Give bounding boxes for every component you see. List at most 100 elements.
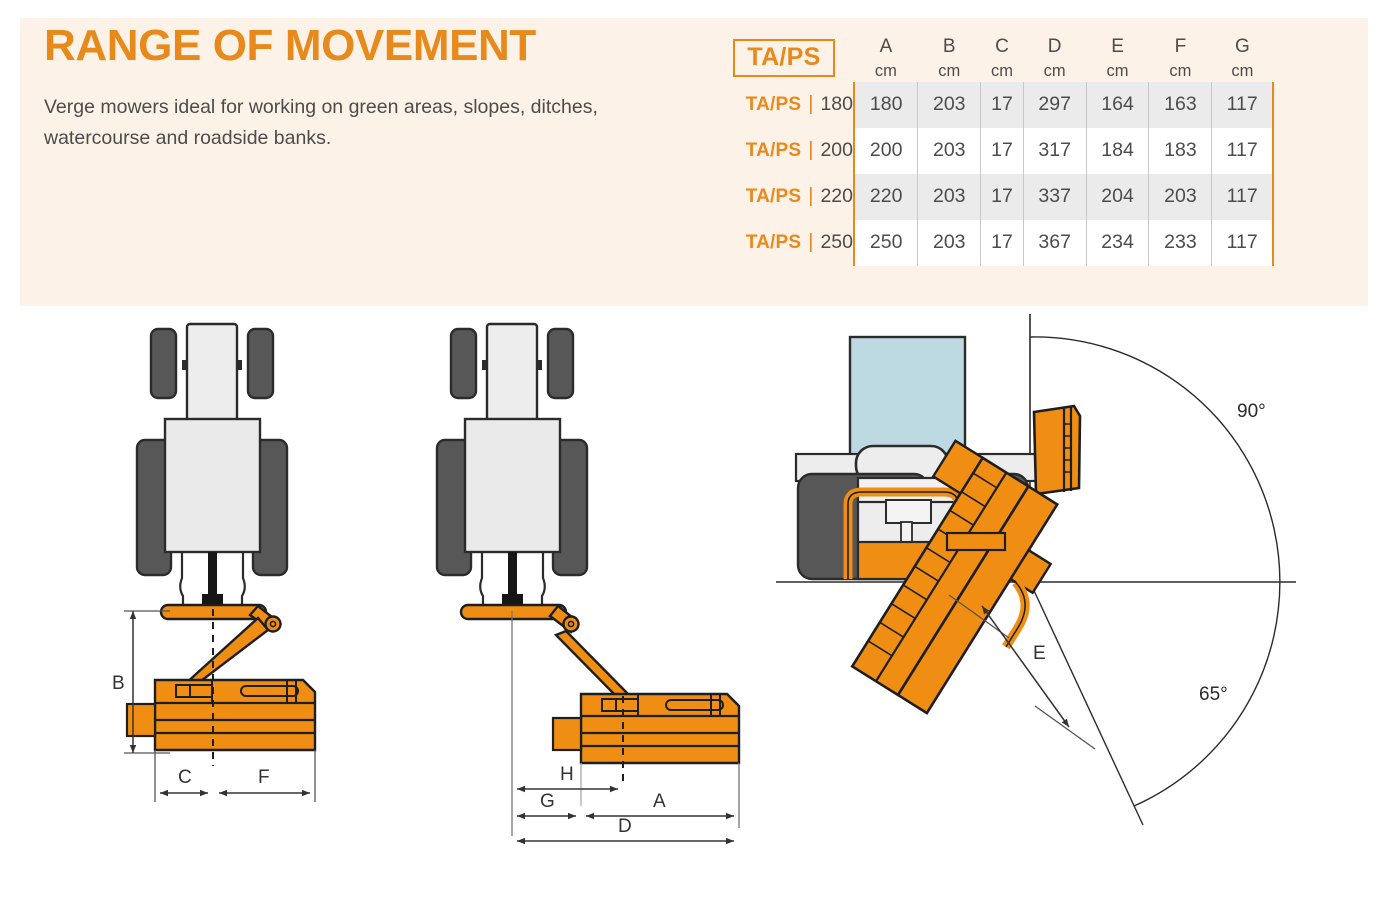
linkage-arm-left — [479, 552, 485, 606]
cell-f: 203 — [1148, 173, 1212, 220]
angle-label-90: 90° — [1237, 401, 1266, 422]
front-wheel-left — [449, 327, 478, 400]
row-brand: TA/PS — [745, 186, 802, 208]
row-label-250: TA/PS | 250 — [714, 220, 854, 266]
column-unit-a: cm — [874, 61, 897, 80]
cell-g: 117 — [1211, 219, 1275, 266]
row-separator: | — [808, 185, 814, 208]
cell-g: 117 — [1211, 173, 1275, 220]
cell-d: 337 — [1022, 173, 1087, 220]
spec-table-element: TA/PS A cm B cm C cm D — [714, 34, 1275, 266]
hitch-plate — [885, 499, 932, 524]
column-letter-c: C — [995, 36, 1009, 57]
column-letter-g: G — [1235, 36, 1250, 57]
row-separator: | — [808, 139, 814, 162]
cell-g: 117 — [1211, 127, 1275, 174]
deck-slot — [240, 685, 299, 697]
table-body: TA/PS|180 180 203 17 297 164 163 117 TA/… — [714, 81, 1275, 266]
deck-slot — [665, 699, 724, 711]
dimension-e: E — [948, 594, 1096, 750]
column-unit-f: cm — [1169, 61, 1192, 80]
cell-a: 250 — [853, 219, 918, 266]
row-brand: TA/PS — [745, 232, 802, 254]
dimension-d: D — [517, 816, 734, 845]
range-arc — [1029, 336, 1281, 807]
dim-label-c: C — [178, 767, 192, 788]
brand-badge: TA/PS — [733, 38, 835, 78]
cell-e: 204 — [1085, 173, 1149, 220]
cell-c: 17 — [980, 173, 1024, 220]
cell-b: 203 — [917, 173, 981, 220]
cell-c: 17 — [980, 81, 1024, 128]
column-unit-e: cm — [1106, 61, 1129, 80]
cell-a: 180 — [853, 81, 918, 128]
flail-head-teeth — [1064, 423, 1071, 473]
arm-pivot — [562, 615, 580, 633]
dim-label-d: D — [618, 816, 632, 837]
boom-top-cap — [931, 439, 985, 496]
column-unit-g: cm — [1231, 61, 1254, 80]
dim-label-e: E — [1033, 643, 1046, 664]
deck-bracket-left-2 — [175, 684, 191, 698]
column-header-g: G cm — [1212, 34, 1273, 82]
table-row: TA/PS | 220 220 203 17 337 204 203 117 — [714, 173, 1275, 220]
flail-head-detached — [1032, 404, 1082, 496]
front-wheel-right — [546, 327, 575, 400]
row-brand: TA/PS — [745, 94, 802, 116]
front-wheel-right — [246, 327, 275, 400]
row-separator: | — [808, 231, 814, 254]
angle-label-65: 65° — [1199, 684, 1228, 705]
cell-d: 367 — [1022, 219, 1087, 266]
front-wheel-left — [149, 327, 178, 400]
boom-connecting-link — [945, 531, 1007, 552]
drawings-svg: B C F — [112, 314, 1296, 845]
page-title: RANGE OF MOVEMENT — [44, 21, 536, 70]
column-header-e: E cm — [1086, 34, 1149, 82]
table-row: TA/PS|250 250 203 17 367 234 233 117 — [714, 219, 1275, 266]
headline-block: RANGE OF MOVEMENT Verge mowers ideal for… — [44, 21, 684, 153]
cell-f: 233 — [1148, 219, 1212, 266]
table-row: TA/PS|200 200 203 17 317 184 183 117 — [714, 127, 1275, 174]
arm-pivot — [264, 615, 282, 633]
deck-bracket-left — [615, 698, 639, 712]
cell-a: 220 — [853, 173, 918, 220]
angle-65-ray — [1029, 581, 1144, 826]
cell-g: 117 — [1211, 81, 1275, 128]
tractor-hood — [185, 322, 239, 426]
cab-window — [848, 335, 967, 461]
boom-seam — [875, 472, 1008, 682]
mower-arm-extended — [459, 603, 631, 698]
column-letter-b: B — [942, 36, 956, 57]
linkage-arm-right — [240, 552, 246, 606]
linkage-arm-right — [540, 552, 546, 606]
dim-label-g: G — [540, 791, 555, 812]
table-row: TA/PS|180 180 203 17 297 164 163 117 — [714, 81, 1275, 128]
cell-f: 163 — [1148, 81, 1212, 128]
tractor-rear-view — [135, 322, 289, 608]
dim-line-e — [981, 605, 1070, 728]
deck-bracket-left — [189, 684, 213, 698]
tractor-cab-body — [463, 417, 562, 554]
boom-teeth — [867, 472, 998, 657]
diagram-right-arc: 90° 65° — [776, 314, 1296, 826]
ext-line-e-bottom — [1034, 705, 1096, 750]
row-size: 220 — [820, 185, 853, 208]
cell-e: 164 — [1085, 81, 1149, 128]
table-head: TA/PS A cm B cm C cm D — [714, 34, 1273, 82]
cell-f: 183 — [1148, 127, 1212, 174]
column-unit-b: cm — [938, 61, 961, 80]
row-size: 250 — [820, 231, 853, 254]
mower-deck-folded — [125, 678, 317, 752]
column-header-f: F cm — [1149, 34, 1212, 82]
hitch-pin — [900, 521, 913, 543]
arm-diagonal-boom — [181, 616, 270, 686]
cell-b: 203 — [917, 81, 981, 128]
dim-label-f: F — [258, 767, 270, 788]
tractor-rear-view-2 — [435, 322, 589, 608]
dim-label-a: A — [653, 791, 666, 812]
dimension-g-a: G A — [517, 791, 734, 820]
dimension-b: B — [112, 610, 170, 754]
brand-badge-cell: TA/PS — [714, 34, 854, 82]
row-label-200: TA/PS|200 — [714, 128, 854, 174]
column-letter-e: E — [1111, 36, 1124, 57]
